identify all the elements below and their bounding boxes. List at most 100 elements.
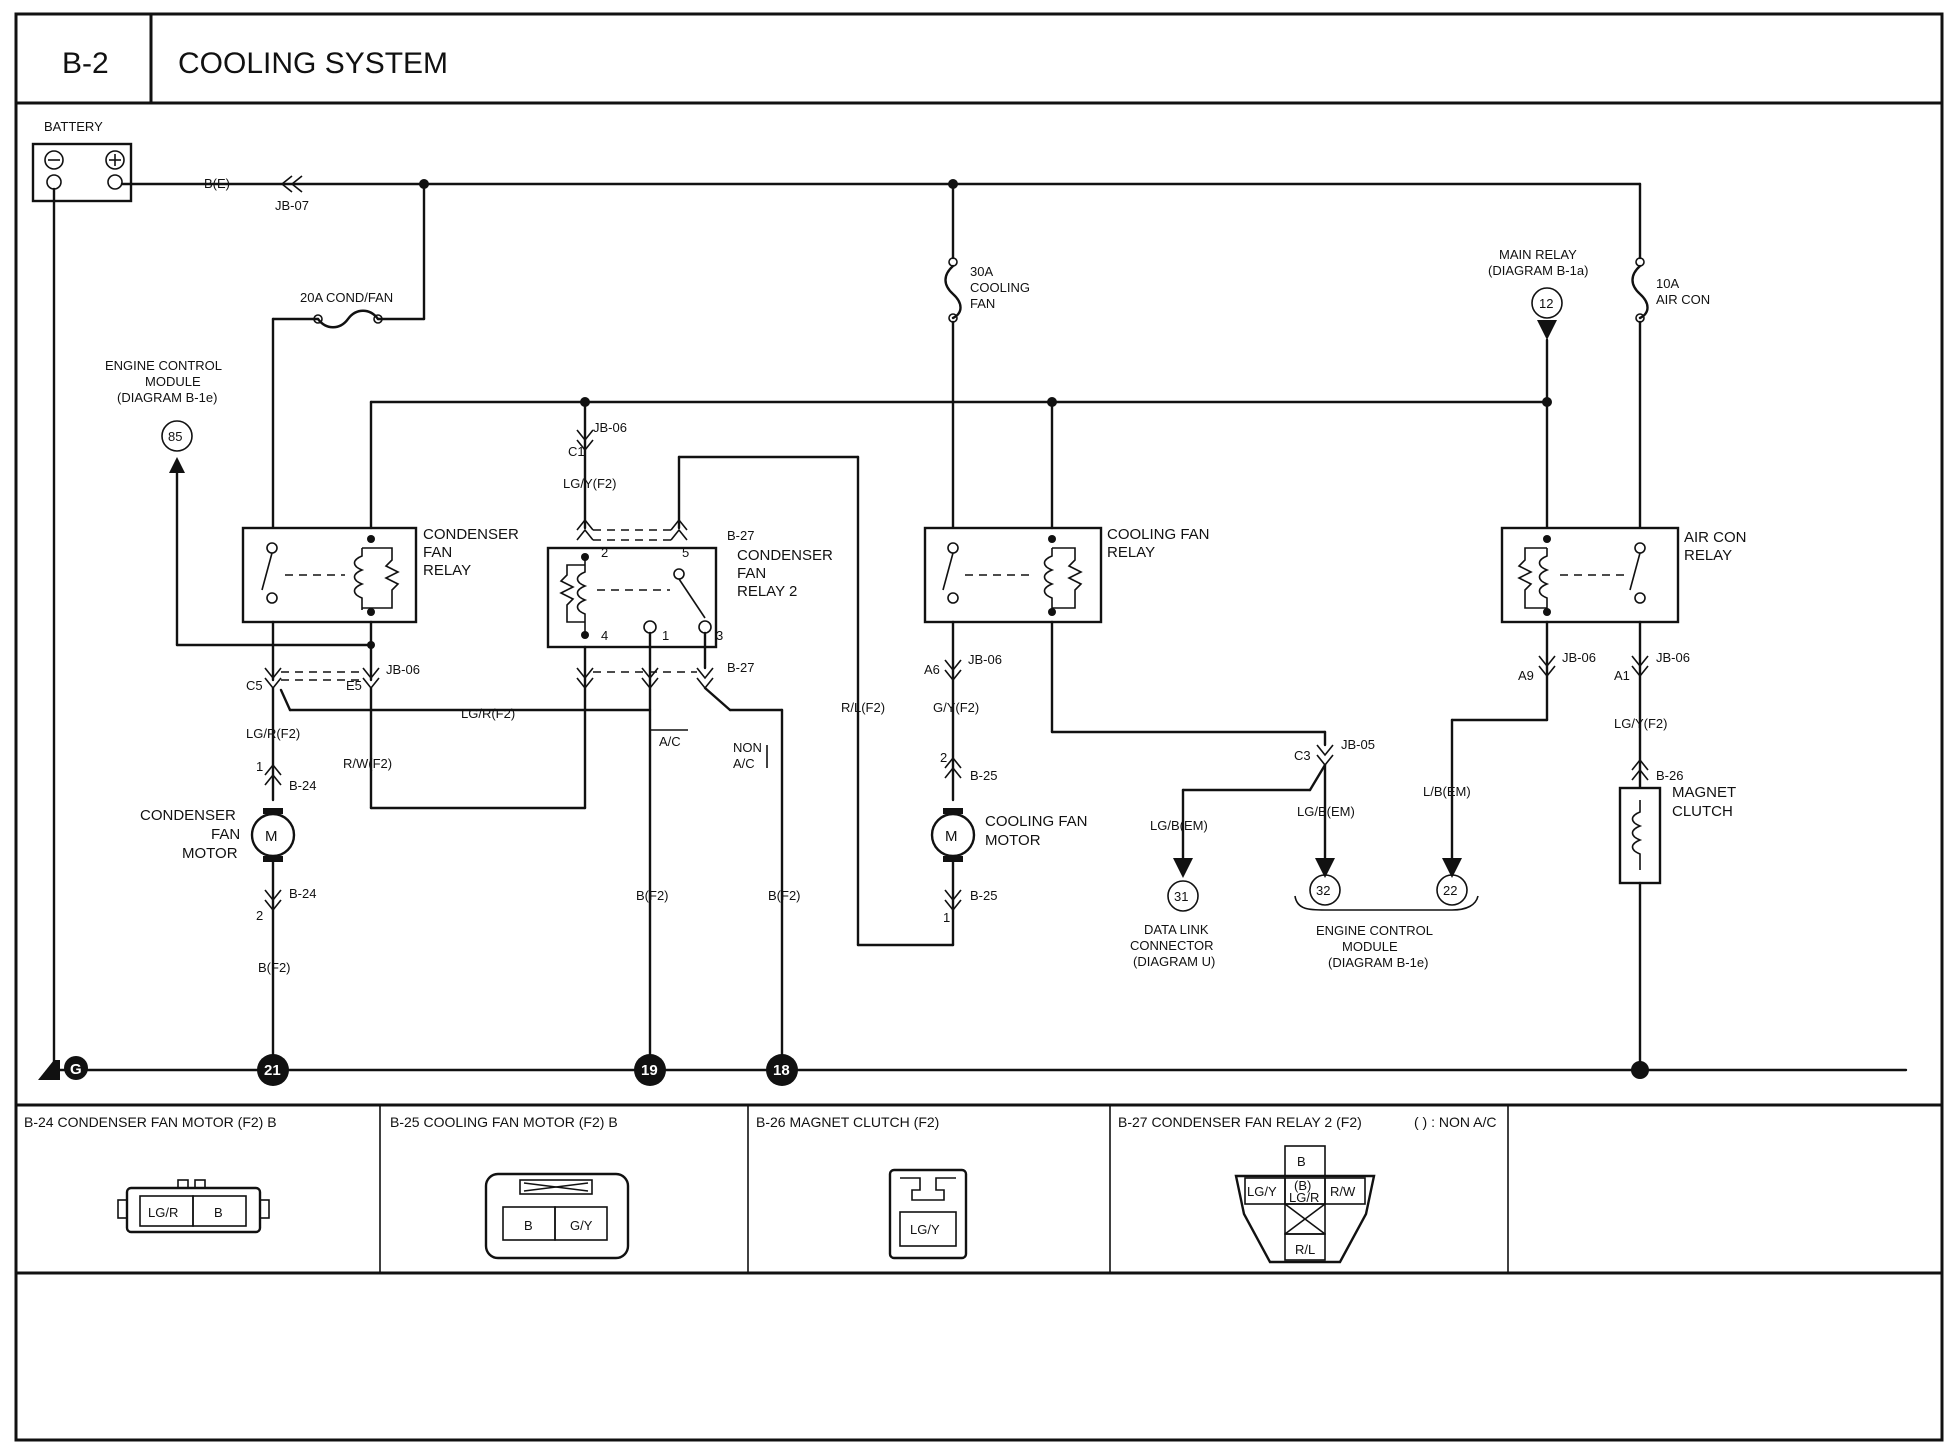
svg-text:A/C: A/C (733, 756, 755, 771)
wire-label-lb-em: L/B(EM) (1423, 784, 1471, 799)
wire-label-b-f2-b: B(F2) (636, 888, 669, 903)
svg-text:MAIN RELAY: MAIN RELAY (1499, 247, 1577, 262)
svg-text:G: G (70, 1061, 82, 1078)
condenser-fan-relay: CONDENSER FAN RELAY (241, 526, 519, 624)
svg-text:B-24: B-24 (289, 886, 316, 901)
svg-text:LG/Y: LG/Y (1247, 1184, 1277, 1199)
wire-label-jb06-e5: JB-06 (386, 662, 420, 677)
fuse-cooling-fan: 30A (970, 264, 993, 279)
svg-text:1: 1 (256, 759, 263, 774)
ground-21: 21 (257, 1054, 289, 1086)
svg-text:3: 3 (716, 628, 723, 643)
ground-19: 19 (634, 1054, 666, 1086)
connector-b25: B-25 COOLING FAN MOTOR (F2) B B G/Y (390, 1114, 630, 1260)
svg-text:M: M (945, 828, 958, 845)
wire-label-b-f2-c: B(F2) (768, 888, 801, 903)
svg-text:B-27 CONDENSER FAN RELAY 2 (F2: B-27 CONDENSER FAN RELAY 2 (F2) (1118, 1114, 1362, 1130)
svg-text:1: 1 (943, 910, 950, 925)
wire-label-e5: E5 (346, 678, 362, 693)
svg-text:LG/R: LG/R (148, 1205, 178, 1220)
wire-label-b26: B-26 (1656, 768, 1683, 783)
condenser-fan-motor: 1 B-24 M CONDENSER FAN MOTOR B-24 2 (140, 759, 316, 923)
svg-text:(DIAGRAM U): (DIAGRAM U) (1133, 954, 1215, 969)
svg-text:ENGINE CONTROL: ENGINE CONTROL (1316, 923, 1433, 938)
svg-text:CONNECTOR: CONNECTOR (1130, 938, 1214, 953)
ecm-ref-bottom: 32 22 ENGINE CONTROL MODULE (DIAGRAM B-1… (1294, 858, 1479, 970)
fuse-air-con: 10A (1656, 276, 1679, 291)
magnet-clutch: MAGNET CLUTCH (1618, 784, 1736, 885)
svg-text:CONDENSER: CONDENSER (140, 807, 236, 824)
wire-label-rw-f2: R/W(F2) (343, 756, 392, 771)
svg-text:(B): (B) (1294, 1178, 1311, 1193)
connector-b24: B-24 CONDENSER FAN MOTOR (F2) B LG/R B (24, 1114, 277, 1234)
svg-text:COOLING FAN: COOLING FAN (985, 813, 1088, 830)
air-con-relay: AIR CON RELAY (1500, 526, 1747, 624)
svg-text:ENGINE CONTROL: ENGINE CONTROL (105, 358, 222, 373)
svg-text:(DIAGRAM B-1a): (DIAGRAM B-1a) (1488, 263, 1588, 278)
svg-text:RELAY 2: RELAY 2 (737, 583, 797, 600)
wire-label-rl-f2: R/L(F2) (841, 700, 885, 715)
svg-text:FAN: FAN (737, 565, 766, 582)
wire-label-jb06-c1: JB-06 (593, 420, 627, 435)
wire-label-c3: C3 (1294, 748, 1311, 763)
svg-text:MOTOR: MOTOR (985, 832, 1041, 849)
svg-text:B-24 CONDENSER FAN MOTOR (F2): B-24 CONDENSER FAN MOTOR (F2) B (24, 1114, 277, 1130)
svg-text:32: 32 (1316, 883, 1330, 898)
svg-text:4: 4 (601, 628, 608, 643)
svg-text:MOTOR: MOTOR (182, 845, 238, 862)
wire-label-b-f2-a: B(F2) (258, 960, 291, 975)
ground-g: G (38, 1056, 88, 1080)
svg-text:FAN: FAN (970, 296, 995, 311)
svg-text:FAN: FAN (211, 826, 240, 843)
svg-text:FAN: FAN (423, 544, 452, 561)
connector-b27: B-27 CONDENSER FAN RELAY 2 (F2) ( ) : NO… (1118, 1114, 1496, 1264)
wire-label-gy-f2: G/Y(F2) (933, 700, 979, 715)
svg-text:31: 31 (1174, 889, 1188, 904)
wire-label-jb06-a9: JB-06 (1562, 650, 1596, 665)
condenser-fan-relay-2: 2 5 4 1 3 CONDENSER FAN RELAY 2 (546, 545, 833, 649)
svg-text:LG/R: LG/R (1289, 1190, 1319, 1205)
wire-label-c1: C1 (568, 444, 585, 459)
page-frame (14, 12, 1944, 1442)
svg-text:B-25: B-25 (970, 768, 997, 783)
svg-text:RELAY: RELAY (423, 562, 471, 579)
svg-text:CONDENSER: CONDENSER (737, 547, 833, 564)
svg-text:AIR CON: AIR CON (1656, 292, 1710, 307)
battery-label: BATTERY (44, 119, 103, 134)
data-link-connector-ref: 31 DATA LINK CONNECTOR (DIAGRAM U) (1130, 858, 1215, 969)
svg-text:RELAY: RELAY (1107, 544, 1155, 561)
main-relay-ref: MAIN RELAY (DIAGRAM B-1a) 12 (1488, 247, 1588, 340)
svg-text:(DIAGRAM B-1e): (DIAGRAM B-1e) (117, 390, 217, 405)
svg-text:B: B (214, 1205, 223, 1220)
svg-text:21: 21 (264, 1062, 281, 1079)
label-non-ac: NON (733, 740, 762, 755)
svg-text:5: 5 (682, 545, 689, 560)
wire-label-lgb-em-b: LG/B(EM) (1297, 804, 1355, 819)
svg-text:12: 12 (1539, 296, 1553, 311)
svg-text:DATA LINK: DATA LINK (1144, 922, 1209, 937)
wire-label-jb05: JB-05 (1341, 737, 1375, 752)
wire-label-lgy-f2: LG/Y(F2) (563, 476, 616, 491)
svg-text:2: 2 (256, 908, 263, 923)
label-ac: A/C (659, 734, 681, 749)
wire-label-b-e: B(E) (204, 176, 230, 191)
svg-text:LG/Y: LG/Y (910, 1222, 940, 1237)
diagram-title: COOLING SYSTEM (178, 47, 448, 80)
ground-18: 18 (766, 1054, 798, 1086)
svg-text:MAGNET: MAGNET (1672, 784, 1736, 801)
svg-text:1: 1 (662, 628, 669, 643)
wire-label-jb07: JB-07 (275, 198, 309, 213)
svg-text:R/W: R/W (1330, 1184, 1356, 1199)
svg-text:B-25: B-25 (970, 888, 997, 903)
svg-text:(DIAGRAM B-1e): (DIAGRAM B-1e) (1328, 955, 1428, 970)
fuse-cond-fan: 20A COND/FAN (300, 290, 393, 305)
wire-label-b27b: B-27 (727, 660, 754, 675)
svg-text:CLUTCH: CLUTCH (1672, 803, 1733, 820)
svg-text:( ) : NON A/C: ( ) : NON A/C (1414, 1114, 1496, 1130)
svg-text:B-25 COOLING FAN MOTOR (F2) B: B-25 COOLING FAN MOTOR (F2) B (390, 1114, 618, 1130)
wire-label-jb06-a1: JB-06 (1656, 650, 1690, 665)
wire-label-a6: A6 (924, 662, 940, 677)
svg-text:B: B (1297, 1154, 1306, 1169)
svg-text:COOLING: COOLING (970, 280, 1030, 295)
cooling-fan-motor: 2 B-25 M COOLING FAN MOTOR B-25 1 (930, 750, 1088, 925)
